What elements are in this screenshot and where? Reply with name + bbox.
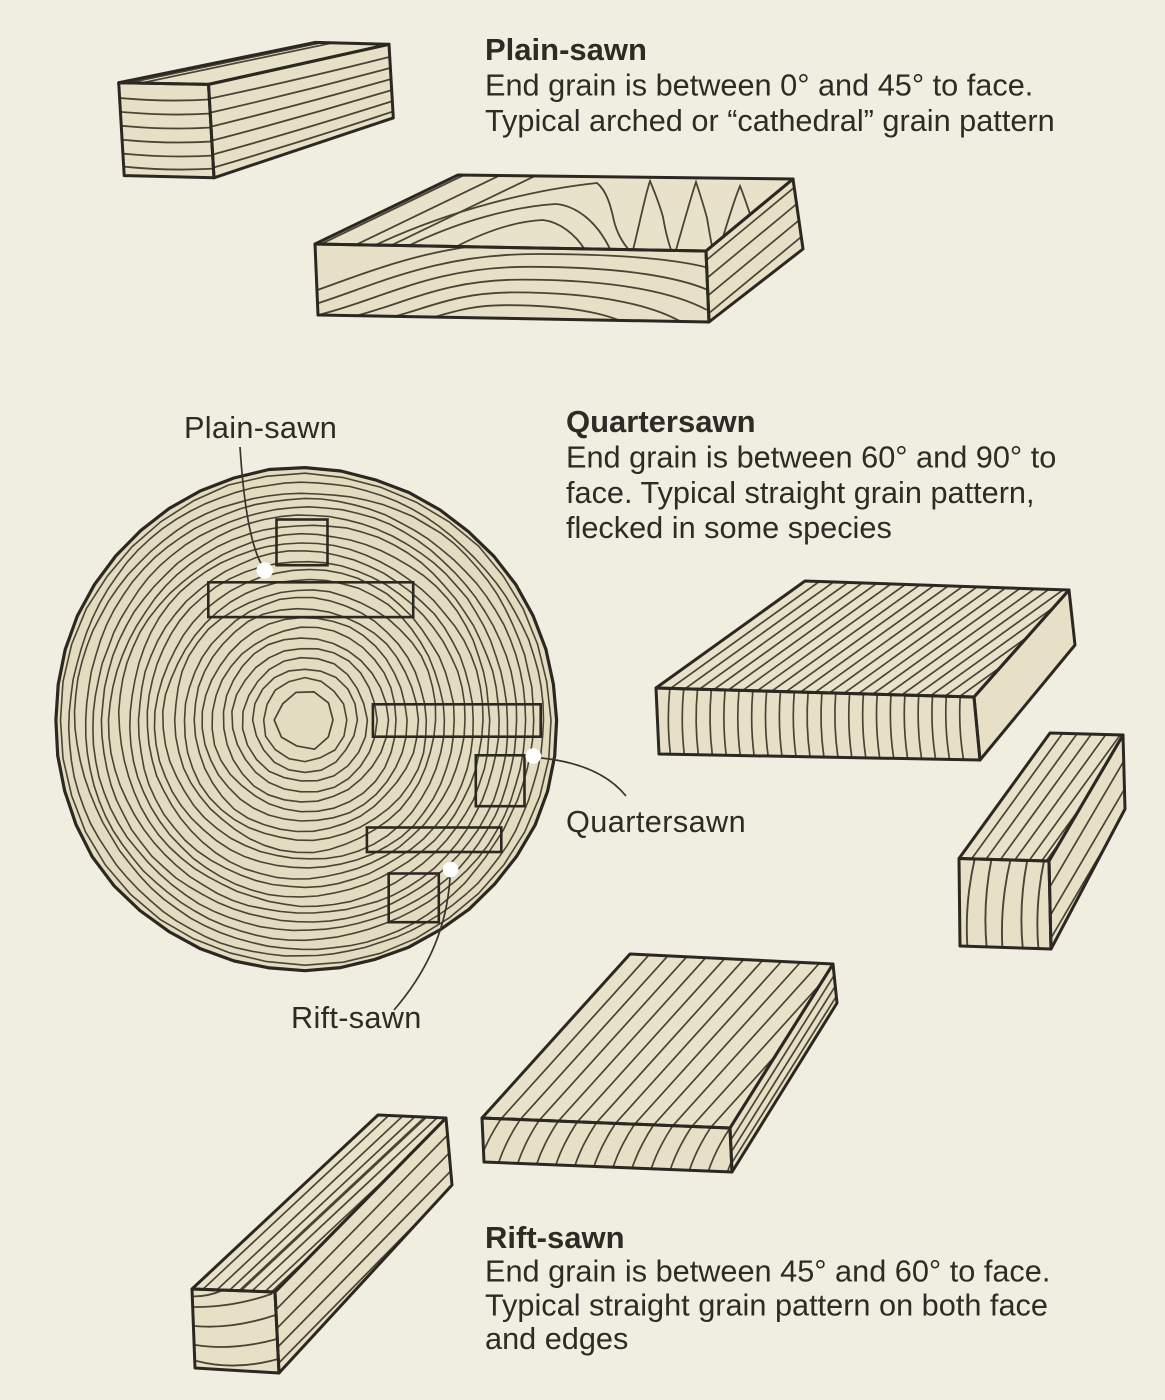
svg-text:face. Typical straight grain p: face. Typical straight grain pattern, bbox=[566, 475, 1035, 510]
svg-text:flecked in some species: flecked in some species bbox=[566, 510, 892, 545]
svg-text:Quartersawn: Quartersawn bbox=[566, 804, 746, 839]
svg-text:End grain is between 0° and 45: End grain is between 0° and 45° to face. bbox=[485, 68, 1033, 103]
svg-text:Plain-sawn: Plain-sawn bbox=[485, 32, 647, 67]
svg-text:Quartersawn: Quartersawn bbox=[566, 404, 756, 439]
svg-text:and edges: and edges bbox=[485, 1321, 628, 1356]
svg-text:End grain is between 45° and 6: End grain is between 45° and 60° to face… bbox=[485, 1254, 1050, 1289]
svg-text:Rift-sawn: Rift-sawn bbox=[485, 1220, 625, 1255]
svg-text:Rift-sawn: Rift-sawn bbox=[291, 1000, 422, 1035]
svg-text:Typical arched or “cathedral”: Typical arched or “cathedral” grain patt… bbox=[485, 103, 1055, 138]
svg-text:End grain is between 60° and 9: End grain is between 60° and 90° to bbox=[566, 440, 1056, 475]
svg-text:Plain-sawn: Plain-sawn bbox=[184, 410, 337, 445]
svg-text:Typical straight grain pattern: Typical straight grain pattern on both f… bbox=[485, 1288, 1048, 1323]
